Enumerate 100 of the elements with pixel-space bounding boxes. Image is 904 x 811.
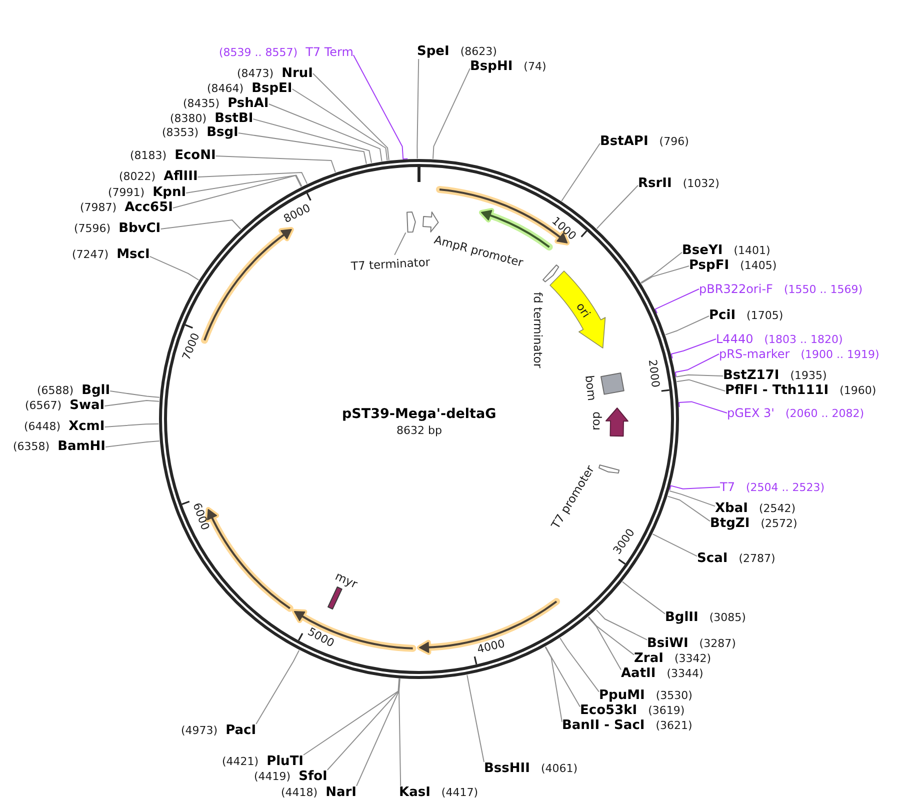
enzyme-name: KasI [399, 786, 430, 800]
primer-name: L4440 [716, 332, 754, 346]
enzyme-name: PluTI [266, 755, 304, 769]
enzyme-name: BglII [665, 611, 698, 625]
leader-line [186, 174, 302, 194]
enzyme-name: SpeI [417, 45, 450, 59]
cut-site-number: (4418) [281, 786, 318, 800]
cut-site-number: (8473) [237, 66, 274, 80]
cut-site-number: (8183) [130, 149, 167, 163]
primer-range: (2060 .. 2082) [785, 406, 864, 420]
leader-line [105, 440, 160, 448]
cut-site-number: (8380) [170, 112, 207, 126]
leader-line [561, 142, 600, 202]
cut-site-number: (4421) [222, 755, 259, 769]
cut-site-number: (1935) [790, 369, 827, 383]
leader-line [432, 68, 470, 160]
primer-name: T7 [720, 480, 735, 494]
enzyme-name: Acc65I [124, 201, 173, 215]
enzyme-name: PspFI [689, 259, 730, 273]
cut-site-number: (2572) [760, 517, 798, 531]
cut-site-number: (1960) [840, 384, 876, 398]
plasmid-name: pST39-Mega'-deltaG [342, 406, 496, 422]
enzyme-name: ZraI [634, 652, 664, 666]
cut-site-number: (3621) [656, 719, 692, 733]
enzyme-name: PacI [226, 724, 256, 738]
arrow-icon [406, 211, 416, 234]
enzyme-name: EcoNI [174, 149, 216, 163]
enzyme-name: Eco53kI [580, 704, 638, 718]
enzyme-name: XbaI [715, 502, 748, 516]
leader-line [676, 379, 726, 392]
enzyme-name: PshAI [228, 97, 269, 111]
cut-site-number: (6588) [37, 384, 74, 398]
feature-arc [418, 600, 558, 654]
primer-range: (2504 .. 2523) [746, 480, 825, 494]
enzyme-name: RsrII [638, 177, 672, 191]
leader-line [640, 252, 682, 284]
cut-site-number: (8353) [162, 126, 199, 140]
cut-site-number: (1405) [740, 259, 777, 273]
cut-site-number: (2787) [738, 552, 776, 566]
leader-line [238, 132, 367, 164]
leader-line [256, 650, 300, 724]
enzyme-name: AflIII [164, 170, 198, 184]
feature-arc [202, 228, 292, 342]
enzyme-name: BspEI [252, 82, 292, 96]
leader-line [110, 390, 160, 398]
leader-line [197, 172, 308, 184]
leader-line [652, 534, 698, 557]
leader-line [394, 232, 406, 256]
enzyme-name: KpnI [152, 186, 186, 200]
scale-number: 5000 [306, 624, 337, 650]
leader-line [312, 73, 390, 161]
cut-site-number: (1705) [746, 309, 784, 323]
leader-line [588, 616, 622, 670]
enzyme-name: PpuMI [599, 689, 645, 703]
cut-site-number: (3287) [699, 637, 736, 651]
enzyme-name: NruI [282, 66, 313, 80]
feature-arc [292, 610, 414, 650]
plasmid-size: 8632 bp [396, 424, 442, 436]
enzyme-name: BstAPI [600, 135, 648, 149]
cut-site-number: (8435) [183, 97, 220, 111]
cut-site-number: (7987) [80, 201, 117, 215]
enzyme-name: BspHI [470, 60, 513, 74]
cut-site-number: (7991) [108, 186, 145, 200]
leader-line [149, 256, 200, 280]
primer-name: pGEX 3' [727, 406, 774, 420]
enzyme-name: XcmI [68, 420, 105, 434]
primer-name: pBR322ori-F [699, 282, 773, 296]
leader-line [674, 354, 720, 378]
primer-range: (8539 .. 8557) [219, 46, 298, 60]
cut-site-number: (3342) [674, 652, 712, 666]
enzyme-name: BsiWI [647, 637, 688, 651]
leader-line [596, 184, 638, 230]
leader-line [172, 175, 302, 208]
cut-site-number: (796) [659, 135, 689, 149]
feature-arc [480, 208, 552, 248]
cut-site-number: (4973) [181, 724, 218, 738]
leader-line [326, 678, 400, 770]
leader-line [654, 288, 700, 314]
scale-number: 8000 [281, 202, 312, 226]
enzyme-name: BtgZI [710, 517, 750, 531]
leader-line [670, 338, 716, 359]
cut-site-number: (2542) [758, 502, 796, 516]
enzyme-name: BanII - SacI [562, 719, 645, 733]
enzyme-name: PciI [709, 309, 736, 323]
leader-line [104, 400, 160, 406]
enzyme-name: MscI [116, 248, 150, 262]
cut-site-number: (3344) [666, 667, 704, 681]
primer-range: (1900 .. 1919) [800, 348, 880, 362]
feature-label: myr [332, 568, 360, 592]
leader-line [104, 423, 159, 428]
leader-line [667, 496, 710, 522]
cut-site-number: (8464) [207, 82, 244, 96]
enzyme-name: BglI [82, 384, 110, 398]
leader-line [669, 485, 720, 490]
cut-site-number: (8022) [119, 170, 156, 184]
scale-number: 4000 [476, 637, 506, 656]
feature-label: AmpR promoter [432, 232, 524, 270]
leader-line [292, 88, 388, 161]
enzyme-name: PflFI - Tth111I [725, 384, 829, 398]
leader-line [668, 490, 716, 507]
